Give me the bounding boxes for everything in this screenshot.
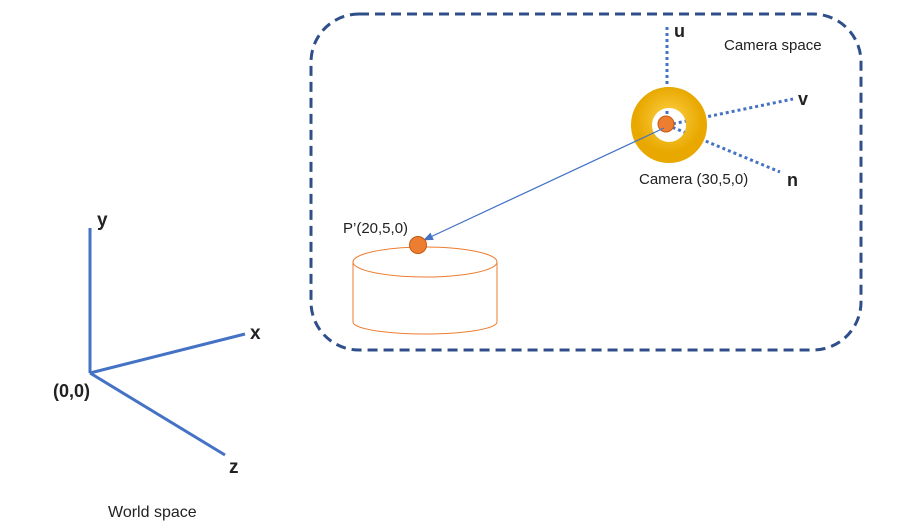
- cylinder-object: [352, 246, 498, 335]
- camera-to-point-arrow: [423, 127, 665, 241]
- world-z-axis: [89, 371, 226, 457]
- camera-v-label: v: [798, 89, 808, 109]
- camera-icon: [631, 87, 707, 163]
- world-z-label: z: [229, 457, 239, 478]
- point-p-prime: [409, 236, 427, 254]
- camera-n-label: n: [787, 170, 798, 190]
- world-origin-label: (0,0): [53, 381, 90, 401]
- camera-u-label: u: [674, 21, 685, 41]
- camera-point: [657, 115, 675, 133]
- camera-space-caption: Camera space: [724, 37, 822, 54]
- camera-space-region: [309, 12, 863, 352]
- world-y-label: y: [97, 210, 108, 231]
- camera-position-label: Camera (30,5,0): [639, 171, 748, 188]
- world-x-axis: [89, 332, 246, 375]
- world-axes: y x z (0,0): [53, 210, 261, 478]
- point-p-prime-label: P’(20,5,0): [343, 220, 408, 237]
- world-x-label: x: [250, 323, 261, 344]
- world-space-caption: World space: [108, 504, 197, 521]
